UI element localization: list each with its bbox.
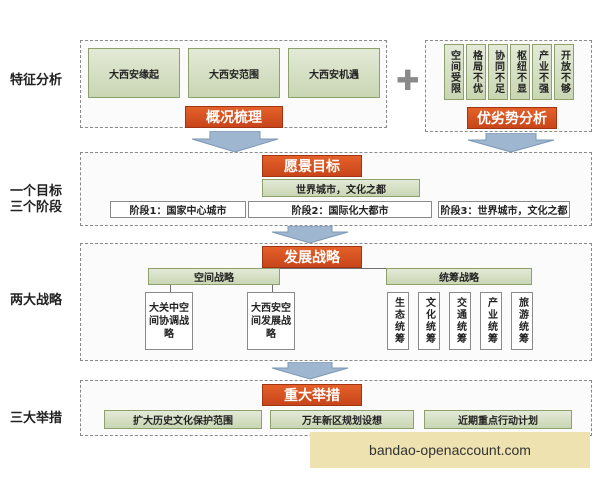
plus-icon: ✚ [396,64,420,97]
spatial-strategy-title: 空间战略 [148,268,280,285]
coord-item-text: 文化统筹 [423,297,435,345]
measure-action-plan: 近期重点行动计划 [424,410,572,429]
coord-strategy-title: 统筹战略 [386,268,532,285]
overview-box-origin: 大西安缘起 [88,48,180,98]
coord-item-industry: 产业统筹 [480,292,502,350]
overview-box-range: 大西安范围 [188,48,280,98]
coord-item-text: 交通统筹 [454,297,466,345]
strategy-title: 发展战略 [262,246,362,268]
down-arrow-icon [467,133,555,153]
vision-stage-2: 阶段2：国际化大都市 [248,201,432,218]
swot-item-text: 格局不优 [470,50,482,94]
swot-item-text: 空间受限 [448,50,460,94]
watermark: bandao-openaccount.com [310,432,590,468]
row-label-two-strategies: 两大战略 [10,293,63,308]
down-arrow-icon [191,131,279,153]
coord-item-text: 生态统筹 [392,297,404,345]
overview-title: 概况梳理 [185,106,283,128]
row-label-feature-analysis: 特征分析 [10,73,63,88]
row-label-three-stages: 三个阶段 [10,200,63,215]
vision-goal: 世界城市，文化之都 [262,179,420,197]
row-label-three-measures: 三大举措 [10,411,63,426]
measures-title: 重大举措 [262,384,362,406]
spatial-item-text: 大关中空间协调战略 [149,302,189,340]
vision-stage-3: 阶段3：世界城市，文化之都 [438,201,570,218]
row-label-one-goal: 一个目标 [10,184,63,199]
spatial-item-text: 大西安空间发展战略 [251,302,291,340]
down-arrow-icon [271,362,349,380]
down-arrow-icon [271,226,349,244]
swot-item-text: 开放不够 [558,50,570,94]
coord-item-tourism: 旅游统筹 [511,292,533,350]
swot-item-openness: 开放不够 [554,44,574,100]
vision-title: 愿景目标 [262,155,362,177]
coord-item-text: 旅游统筹 [516,297,528,345]
coord-item-traffic: 交通统筹 [449,292,471,350]
coord-item-text: 产业统筹 [485,297,497,345]
connector-line [202,268,502,269]
spatial-item-xian: 大西安空间发展战略 [247,292,295,350]
swot-item-industry: 产业不强 [532,44,552,100]
swot-item-space: 空间受限 [444,44,464,100]
measure-heritage: 扩大历史文化保护范围 [104,410,262,429]
swot-item-text: 产业不强 [536,50,548,94]
swot-item-synergy: 协同不足 [488,44,508,100]
connector-line [170,285,171,292]
swot-item-text: 协同不足 [492,50,504,94]
measure-wannian: 万年新区规划设想 [270,410,414,429]
swot-item-hub: 枢纽不显 [510,44,530,100]
coord-item-culture: 文化统筹 [418,292,440,350]
connector-line [272,285,273,292]
coord-item-eco: 生态统筹 [387,292,409,350]
swot-item-layout: 格局不优 [466,44,486,100]
spatial-item-guanzhong: 大关中空间协调战略 [145,292,193,350]
overview-box-opportunity: 大西安机遇 [288,48,380,98]
swot-item-text: 枢纽不显 [514,50,526,94]
swot-title: 优劣势分析 [467,107,557,129]
vision-stage-1: 阶段1：国家中心城市 [110,201,246,218]
